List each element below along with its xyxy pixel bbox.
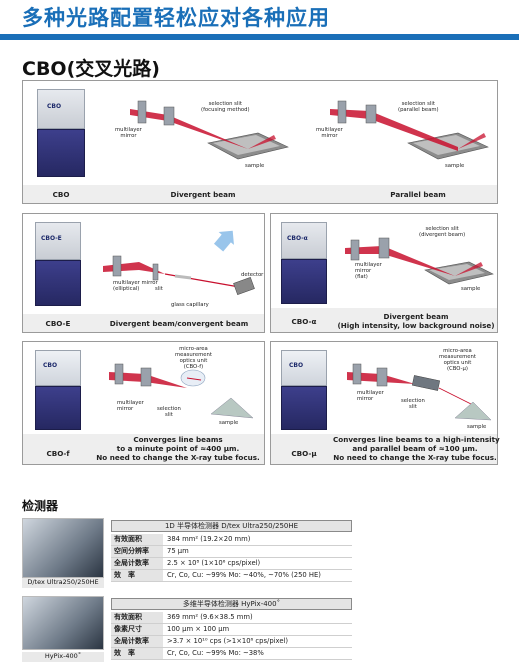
panel-cbo-u: CBO CBO-µ micro-area measurement optics … xyxy=(270,341,500,465)
detectors-heading: 检测器 xyxy=(22,499,59,513)
label-slit-parallel: selection slit (parallel beam) xyxy=(398,101,439,114)
device-logo: CBO xyxy=(43,362,58,369)
label-slit: slit xyxy=(155,286,163,292)
caption-cbo-f: Converges line beams to a minute point o… xyxy=(96,435,260,462)
label-slit: selection slit xyxy=(157,406,181,419)
label-mirror-flat: multilayer mirror (flat) xyxy=(355,262,382,281)
cbo-e-device-image: CBO-E xyxy=(35,222,81,306)
label-sample: sample xyxy=(467,424,487,430)
panel-cbo-e: CBO-E CBO-E multilayer mirror (elliptica… xyxy=(22,213,265,333)
section-title: CBO(交叉光路) xyxy=(22,58,160,80)
label-slit-divergent: selection slit (divergent beam) xyxy=(419,226,466,239)
caption-cbo-e: Divergent beam/convergent beam xyxy=(109,319,249,328)
caption-divergent: Divergent beam xyxy=(170,190,236,199)
parallel-beam-diagram xyxy=(330,100,489,160)
title-underline xyxy=(0,34,519,40)
label-capillary: glass capillary xyxy=(171,302,209,308)
cbo-a-device-image: CBO-α xyxy=(281,222,327,304)
label-sample: sample xyxy=(461,286,481,292)
label-mirror-2: multilayer mirror xyxy=(316,127,343,140)
device-label-cbo: CBO xyxy=(52,190,70,199)
hypix-caption: HyPix-400˚ xyxy=(22,652,104,662)
label-sample: sample xyxy=(219,420,239,426)
cbo-device-image: CBO xyxy=(37,89,85,177)
divergent-beam-diagram xyxy=(130,100,289,160)
caption-row xyxy=(23,314,264,332)
label-sample: sample xyxy=(245,163,265,169)
label-unit-cbo-f: micro-area measurement optics unit (CBO-… xyxy=(175,346,212,371)
device-label-cbo-f: CBO-f xyxy=(46,449,70,458)
label-mirror: multilayer mirror xyxy=(357,390,384,403)
panel-cbo-a: CBO-α CBO-α selection slit (divergent be… xyxy=(270,213,498,333)
hypix-table-title: 多维半导体检测器 HyPix-400˚ xyxy=(111,598,352,610)
cbo-a-diagram xyxy=(345,237,494,285)
device-logo: CBO-E xyxy=(41,235,62,242)
label-mirror: multilayer mirror xyxy=(117,400,144,413)
dtex-table-title: 1D 半导体检测器 D/tex Ultra250/250HE xyxy=(111,520,352,532)
dtex-caption: D/tex Ultra250/250HE xyxy=(22,578,104,588)
caption-cbo-u: Converges line beams to a high-intensity… xyxy=(333,435,500,462)
label-unit-cbo-u: micro-area measurement optics unit (CBO-… xyxy=(439,348,476,373)
label-detector: detector xyxy=(241,272,264,278)
cbo-u-diagram xyxy=(347,363,492,421)
device-logo: CBO-α xyxy=(287,235,308,242)
page-title: 多种光路配置轻松应对各种应用 xyxy=(22,6,330,30)
label-sample-2: sample xyxy=(445,163,465,169)
device-logo: CBO xyxy=(47,103,62,110)
label-slit-focusing: selection slit (focusing method) xyxy=(201,101,250,114)
caption-row xyxy=(23,185,497,203)
device-label-cbo-a: CBO-α xyxy=(291,317,317,326)
cbo-u-device-image: CBO xyxy=(281,350,327,430)
cbo-e-diagram xyxy=(103,230,255,296)
panel-cbo: CBO CBO selection slit (focusing method)… xyxy=(22,80,498,204)
label-mirror-elliptical: multilayer mirror (elliptical) xyxy=(113,280,158,293)
caption-row xyxy=(271,434,497,464)
device-logo: CBO xyxy=(289,362,304,369)
caption-cbo-a: Divergent beam (High intensity, low back… xyxy=(337,312,495,330)
caption-parallel: Parallel beam xyxy=(390,190,446,199)
device-label-cbo-e: CBO-E xyxy=(45,319,71,328)
panel-cbo-f: CBO CBO-f micro-area measurement optics … xyxy=(22,341,265,465)
cbo-f-diagram xyxy=(109,363,254,419)
label-mirror: multilayer mirror xyxy=(115,127,142,140)
caption-row xyxy=(271,308,497,332)
label-slit: selection slit xyxy=(401,398,425,411)
dtex-photo xyxy=(22,518,104,578)
caption-row xyxy=(23,434,264,464)
cbo-f-device-image: CBO xyxy=(35,350,81,430)
hypix-photo xyxy=(22,596,104,650)
table-row: 全局计数率>3.7 × 10¹⁰ cps (>1×10⁶ cps/pixel) xyxy=(111,636,352,648)
device-label-cbo-u: CBO-µ xyxy=(291,449,317,458)
